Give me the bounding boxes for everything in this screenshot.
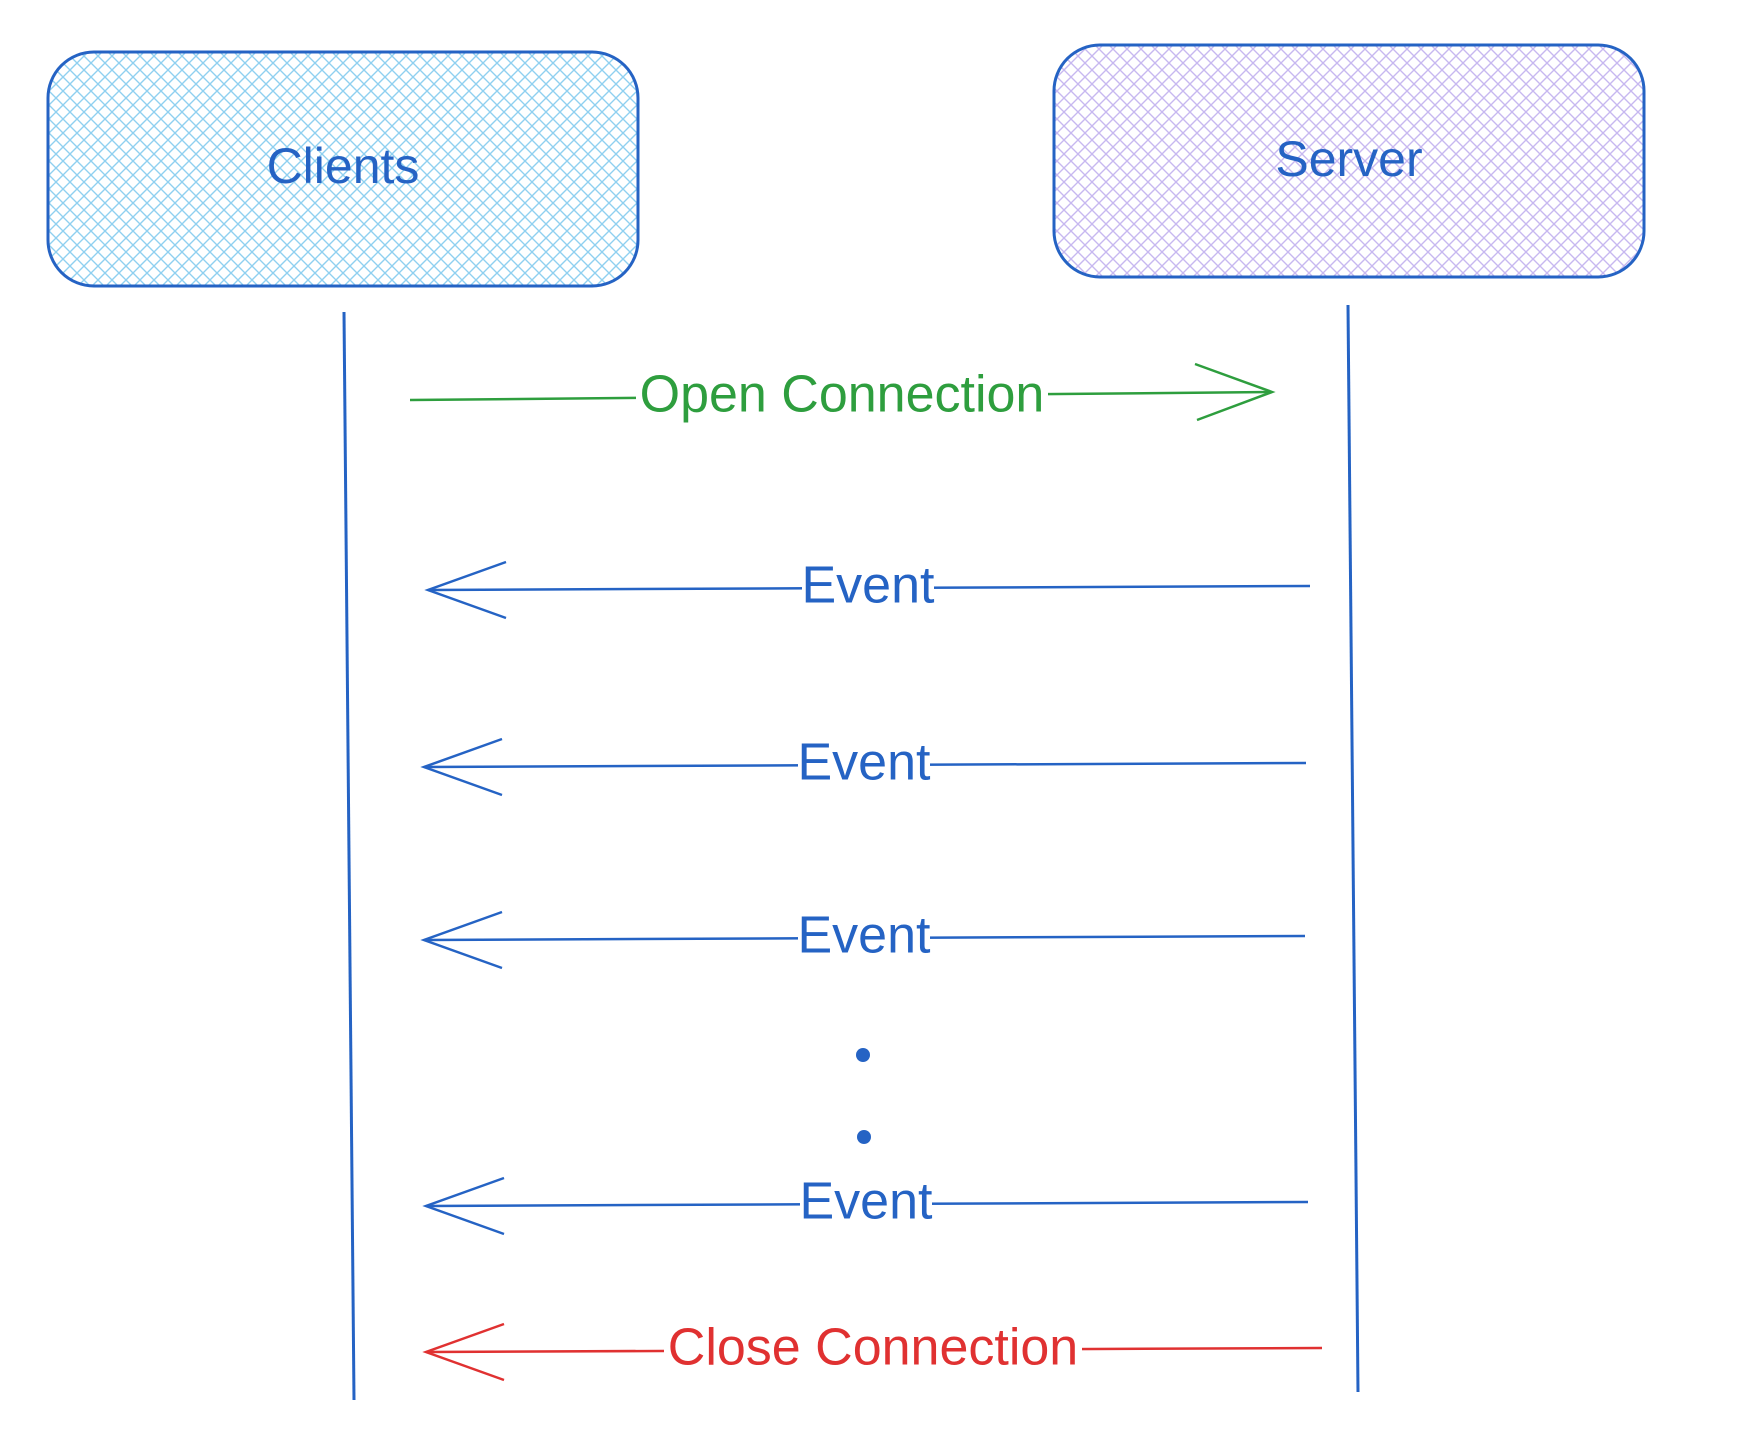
clients-participant: Clients <box>46 50 640 288</box>
message-event-4: Event <box>422 1173 1309 1236</box>
server-participant: Server <box>1052 43 1646 279</box>
arrowhead-left-icon <box>422 1322 505 1382</box>
message-open-connection: Open Connection <box>409 362 1276 426</box>
arrowhead-left-icon <box>420 737 503 797</box>
message-event-2: Event <box>420 734 1307 797</box>
arrowhead-left-icon <box>422 1176 505 1236</box>
message-label: Event <box>798 907 932 965</box>
message-close-connection: Close Connection <box>422 1319 1323 1382</box>
server-label: Server <box>1275 131 1422 187</box>
clients-label: Clients <box>267 138 420 194</box>
dot <box>856 1048 870 1062</box>
message-label: Event <box>802 557 936 615</box>
arrowhead-left-icon <box>424 560 507 620</box>
dot <box>857 1130 871 1144</box>
clients-lifeline <box>342 311 356 1401</box>
message-label: Close Connection <box>668 1319 1078 1377</box>
message-label: Event <box>798 734 932 792</box>
message-event-1: Event <box>424 557 1311 620</box>
server-lifeline <box>1346 304 1360 1393</box>
arrowhead-right-icon <box>1194 362 1276 422</box>
clients-box <box>46 50 640 288</box>
message-label: Open Connection <box>640 366 1045 424</box>
arrowhead-left-icon <box>420 910 503 970</box>
message-event-3: Event <box>420 907 1306 970</box>
server-box <box>1052 43 1646 279</box>
continuation-dots <box>856 1048 871 1144</box>
message-label: Event <box>800 1173 934 1231</box>
